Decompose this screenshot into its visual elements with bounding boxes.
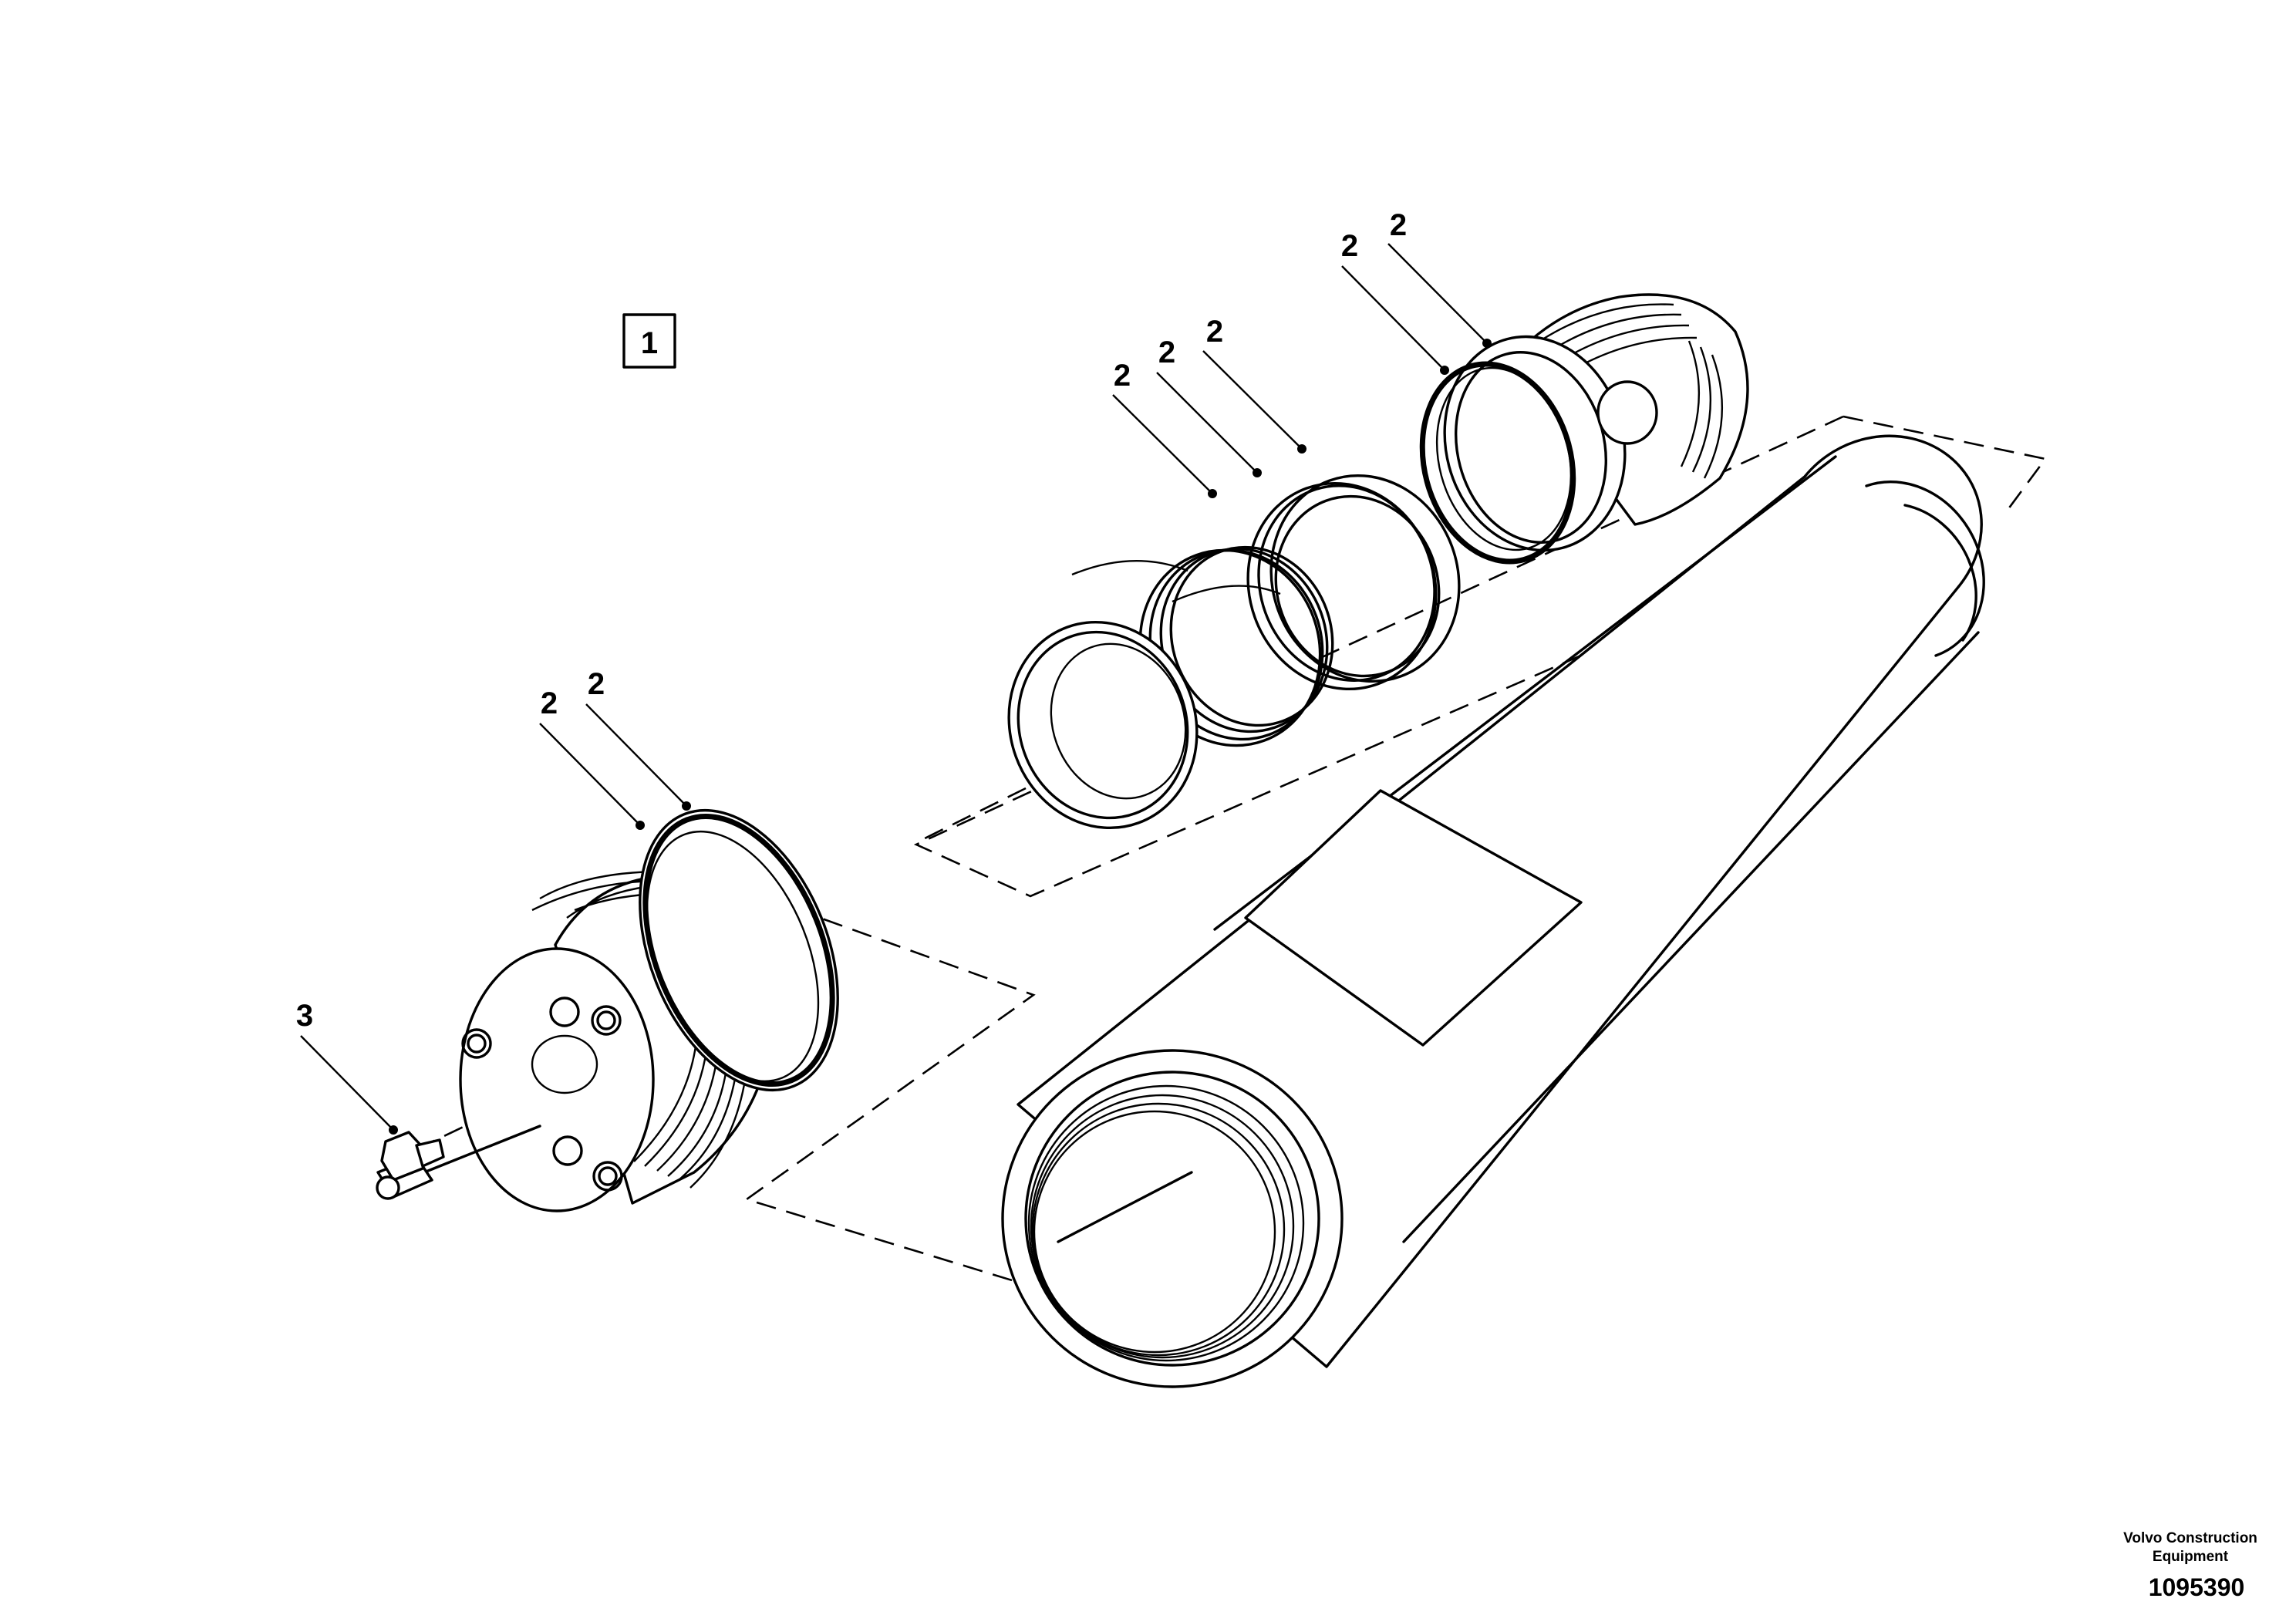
callout-2-d: 2 (1158, 336, 1175, 369)
rod-seal-assembly (1419, 293, 1749, 565)
publisher-line-1: Volvo Construction (2123, 1530, 2257, 1546)
callout-3: 3 (296, 999, 313, 1033)
callout-2-c: 2 (1206, 315, 1223, 349)
callout-2-f: 2 (588, 667, 605, 701)
cylinder-tube (1001, 434, 1985, 1388)
callout-2-g: 2 (541, 686, 558, 720)
grease-nipple (376, 1131, 445, 1200)
piston (419, 808, 839, 1212)
group-label: 1 (622, 313, 676, 369)
publisher-label: Volvo Construction Equipment (2075, 1529, 2296, 1566)
gland-assembly (1007, 474, 1461, 830)
callout-2-b: 2 (1341, 229, 1358, 263)
group-label-text: 1 (641, 326, 658, 360)
callout-2-a: 2 (1390, 208, 1407, 242)
callout-2-e: 2 (1114, 359, 1131, 393)
callouts: 2 2 2 2 2 2 2 3 (296, 208, 1492, 1135)
publisher-line-2: Equipment (2152, 1549, 2229, 1565)
drawing-number: 1095390 (2148, 1573, 2245, 1601)
